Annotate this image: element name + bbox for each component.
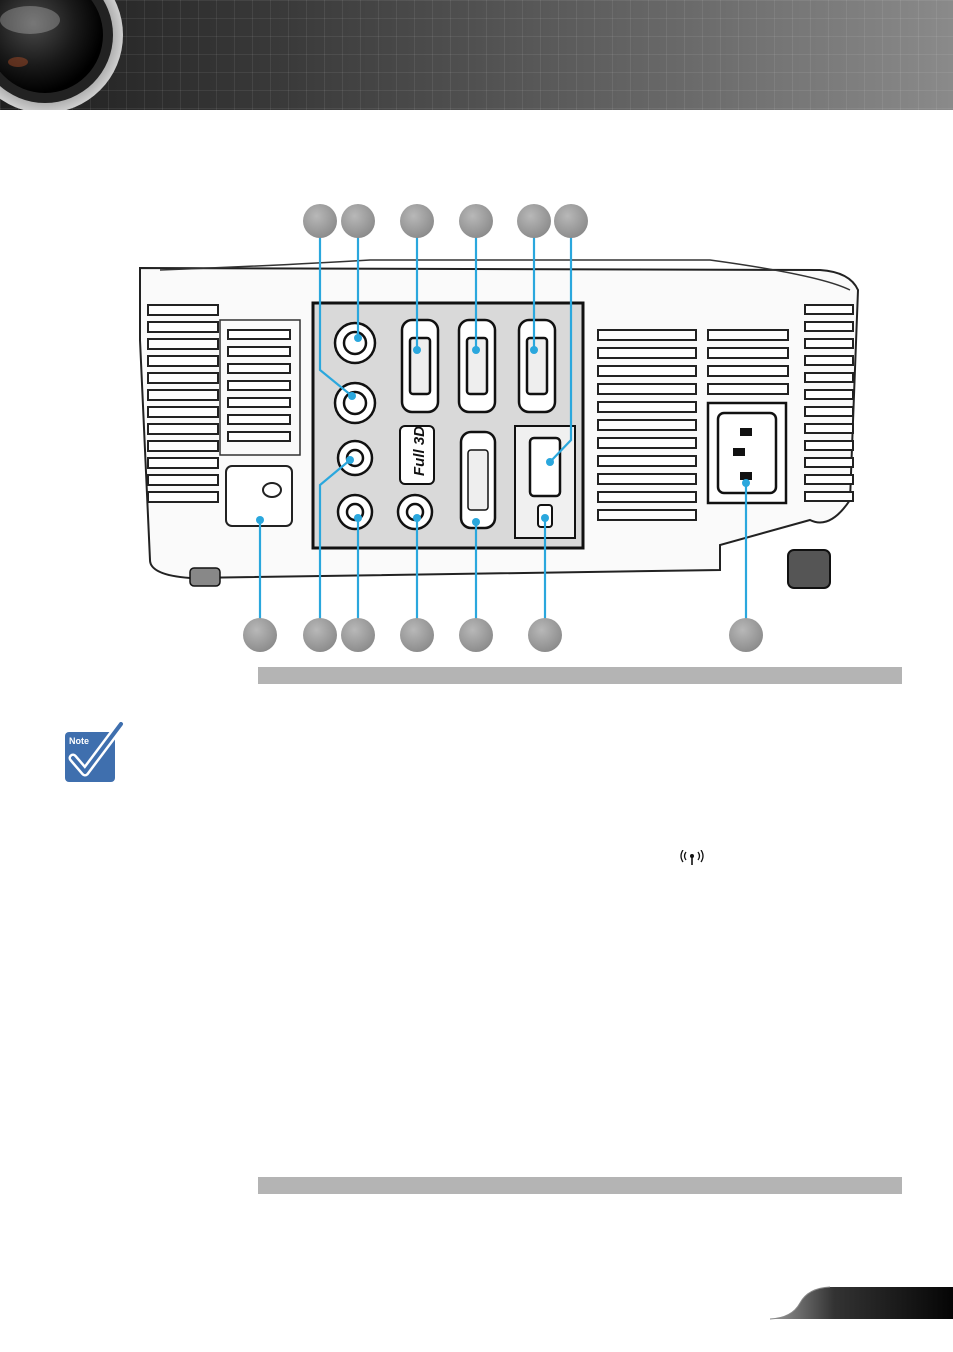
wireless-antenna-icon [680, 850, 704, 865]
callout-marker [303, 618, 337, 652]
section-divider-bar [258, 667, 902, 684]
callout-marker [554, 204, 588, 238]
callout-dots [256, 334, 750, 526]
callout-marker [243, 618, 277, 652]
callout-marker [459, 204, 493, 238]
callout-marker [400, 204, 434, 238]
projector-rear-panel: Full 3D [139, 234, 860, 620]
note-checkmark-icon: Note [65, 722, 125, 782]
callout-marker [341, 204, 375, 238]
callout-marker [303, 204, 337, 238]
projector-lens-graphic [0, 0, 123, 110]
callout-marker [729, 618, 763, 652]
callout-leader-lines [258, 234, 748, 620]
section-divider-bar [258, 1177, 902, 1194]
callout-marker [341, 618, 375, 652]
full-3d-label: Full 3D [411, 426, 428, 476]
callout-marker [459, 618, 493, 652]
page-number-tab [770, 1286, 953, 1320]
header-grid-pattern [0, 0, 953, 110]
callout-marker [517, 204, 551, 238]
header-banner [0, 0, 953, 110]
note-badge-text: Note [69, 736, 89, 746]
callout-marker [528, 618, 562, 652]
callout-marker [400, 618, 434, 652]
